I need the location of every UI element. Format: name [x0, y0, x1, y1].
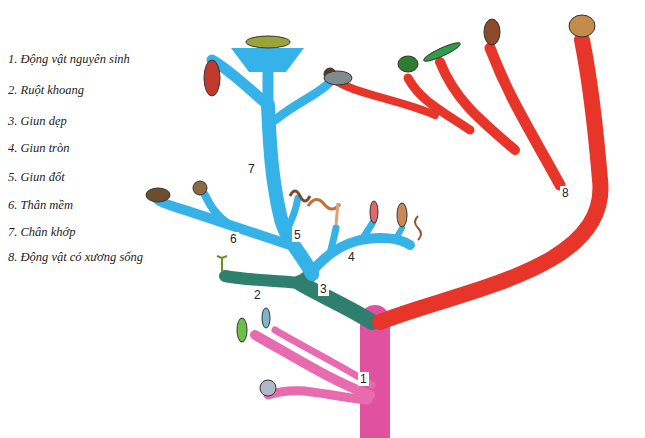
- callout-number: 5: [292, 228, 303, 242]
- callout-number: 3: [318, 282, 329, 296]
- rabbit: [569, 15, 595, 37]
- legend-item: 6. Thân mềm: [8, 198, 73, 213]
- liver-fluke: [397, 203, 407, 227]
- protozoa-branch: [255, 335, 370, 395]
- amoeba: [260, 380, 276, 396]
- centipede: [290, 191, 310, 201]
- callout-number: 7: [246, 162, 257, 176]
- vertebrate-branch: [380, 40, 600, 322]
- snail: [193, 181, 207, 195]
- legend-item: 8. Động vật có xương sống: [8, 250, 143, 265]
- nematode-branch: [330, 228, 336, 254]
- stem-branch: [300, 283, 372, 322]
- legend-item: 7. Chân khớp: [8, 225, 75, 240]
- mollusc-branch: [205, 195, 230, 225]
- protozoa-branch: [268, 391, 368, 400]
- protozoa-branch: [275, 330, 372, 385]
- vertebrate-branch: [338, 82, 435, 115]
- callout-number: 8: [560, 186, 571, 200]
- flatworm-branch: [362, 222, 373, 240]
- callout-number: 1: [358, 372, 369, 386]
- euglena: [237, 318, 247, 342]
- legend-item: 5. Giun đốt: [8, 170, 65, 185]
- callout-number: 2: [252, 288, 263, 302]
- vertebrate-branch: [490, 48, 560, 185]
- legend-item: 2. Ruột khoang: [8, 83, 84, 98]
- insect-funnel: [235, 50, 300, 70]
- crayfish: [204, 60, 220, 96]
- roundworm: [336, 203, 338, 225]
- tapeworm: [415, 216, 421, 240]
- arthropod-branch: [275, 82, 330, 120]
- legend-item: 3. Giun dẹp: [8, 114, 67, 129]
- earthworm: [308, 199, 340, 209]
- vertebrate-branch: [440, 62, 515, 150]
- vertebrate-branch: [408, 78, 470, 130]
- fish: [324, 71, 352, 85]
- legend-item: 1. Động vật nguyên sinh: [8, 52, 130, 67]
- legend-item: 4. Giun tròn: [8, 141, 69, 156]
- callout-number: 4: [346, 250, 357, 264]
- callout-number: 6: [228, 232, 239, 246]
- annelid-branch: [286, 198, 298, 232]
- paramecium: [262, 308, 270, 328]
- lizard: [422, 40, 462, 64]
- flatworm: [370, 201, 378, 223]
- flatworm-branch: [395, 228, 402, 240]
- mussel: [146, 188, 170, 202]
- frog: [398, 56, 418, 72]
- grasshopper: [246, 36, 290, 48]
- bird: [484, 19, 500, 45]
- hydra: [217, 256, 227, 272]
- coelenterate-branch: [225, 276, 300, 283]
